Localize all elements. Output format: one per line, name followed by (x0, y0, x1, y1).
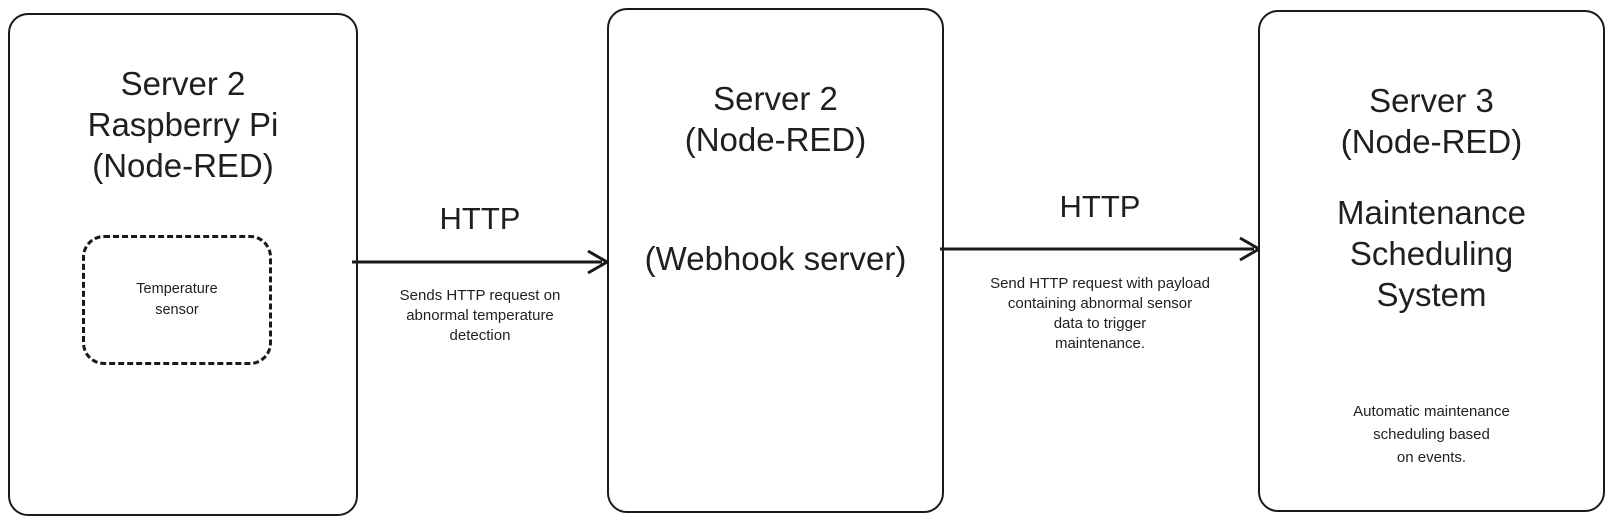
temperature-sensor-box[interactable]: Temperature sensor (82, 235, 272, 365)
edge-webhook-to-maintenance-arrow (940, 235, 1262, 263)
node-webhook-server-title: Server 2 (Node-RED) (684, 80, 867, 158)
node-raspberry-pi-title: Server 2 Raspberry Pi (Node-RED) (87, 65, 279, 184)
node-maintenance-system-subtitle: Maintenance Scheduling System (1337, 194, 1526, 313)
edge-webhook-to-maintenance-description: Send HTTP request with payload containin… (990, 275, 1210, 352)
node-maintenance-system-title: Server 3 (Node-RED) (1340, 82, 1523, 160)
edge-pi-to-webhook-arrow (352, 248, 610, 276)
temperature-sensor-label: Temperature sensor (136, 281, 218, 318)
node-maintenance-system[interactable]: Server 3 (Node-RED) Maintenance Scheduli… (1258, 10, 1605, 512)
node-webhook-server[interactable]: Server 2 (Node-RED) (Webhook server) (607, 8, 944, 513)
edge-pi-to-webhook-protocol-label: HTTP (439, 201, 521, 236)
edge-webhook-to-maintenance-protocol-label: HTTP (1059, 189, 1141, 224)
node-raspberry-pi[interactable]: Server 2 Raspberry Pi (Node-RED) Tempera… (8, 13, 358, 516)
edge-pi-to-webhook-description: Sends HTTP request on abnormal temperatu… (399, 287, 561, 344)
node-maintenance-system-note: Automatic maintenance scheduling based o… (1353, 403, 1510, 466)
node-webhook-server-subtitle: (Webhook server) (644, 240, 907, 277)
